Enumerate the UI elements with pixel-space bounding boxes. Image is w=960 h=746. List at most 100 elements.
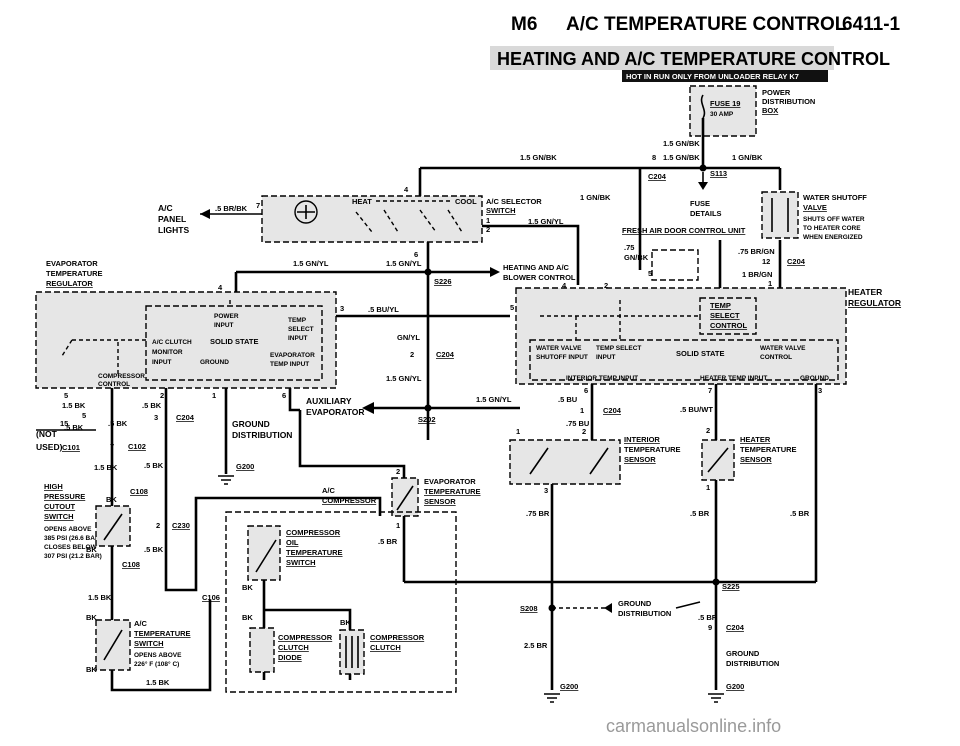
ats-1: A/C	[134, 619, 148, 628]
wire-5bk-d: .5 BK	[144, 545, 164, 554]
wire-sw-out	[482, 224, 580, 285]
c108-a: C108	[130, 487, 148, 496]
wire-15gnbk-c: 1.5 GN/BK	[520, 153, 557, 162]
wire-5brbk: .5 BR/BK	[215, 204, 248, 213]
wire-bk-a: BK	[106, 495, 117, 504]
ts-input-1: TEMP SELECT	[596, 345, 641, 352]
wire-5br-ets: .5 BR	[378, 537, 398, 546]
c230-wire	[164, 496, 382, 592]
comp-oil-contact	[255, 539, 277, 573]
comp-oil-temp-switch	[247, 525, 281, 581]
pin-2-c204: 2	[410, 350, 414, 359]
wv-shutoff-2: SHUTOFF INPUT	[536, 354, 588, 361]
int-temp-input: INTERIOR TEMP INPUT	[566, 375, 638, 382]
wv-control-2: CONTROL	[760, 354, 792, 361]
hr-internal	[540, 300, 700, 340]
pin-12: 12	[762, 257, 770, 266]
ccd-1: COMPRESSOR	[278, 633, 333, 642]
aux-evap-2: EVAPORATOR	[306, 407, 365, 417]
c204-r1: C204	[787, 257, 806, 266]
ac-selector-2: SWITCH	[486, 206, 516, 215]
valve-coil	[771, 198, 789, 232]
water-note-1: SHUTS OFF WATER	[803, 216, 865, 223]
its-3: SENSOR	[624, 455, 656, 464]
wire-5buwt: .5 BU/WT	[680, 405, 713, 414]
ground-l: GROUND	[200, 359, 229, 366]
cots-2: OIL	[286, 538, 299, 547]
pin-2-its: 2	[582, 427, 586, 436]
hts-symbol	[707, 447, 729, 473]
c230: C230	[172, 521, 190, 530]
etr-label-3: REGULATOR	[46, 279, 93, 288]
temp-select-control-box	[699, 297, 757, 335]
pin-4-bl: 4	[562, 281, 567, 290]
wire-5bk-l: .5 BK	[142, 401, 162, 410]
diagram-title-bar	[490, 46, 834, 70]
pin-1-hts: 1	[706, 483, 710, 492]
label-distribution: DISTRIBUTION	[762, 97, 815, 106]
ac-panel-1: A/C	[158, 203, 173, 213]
ground-symbol-l	[218, 475, 234, 485]
wire-gnyl: GN/YL	[397, 333, 420, 342]
diagram-title: HEATING AND A/C TEMPERATURE CONTROL	[497, 49, 890, 69]
wire-bk-b: BK	[86, 545, 97, 554]
wire-75gnbk-1: .75	[624, 243, 634, 252]
wire-15gnbk-a: 1.5 GN/BK	[663, 139, 700, 148]
ac-temp-wire	[110, 600, 212, 692]
hp-1: HIGH	[44, 482, 63, 491]
ccd-2: CLUTCH	[278, 643, 309, 652]
fuse-label: FUSE 19	[710, 99, 740, 108]
lamp-filament	[297, 205, 315, 219]
pin-5b: 5	[82, 411, 86, 420]
ac-clutch-3: INPUT	[152, 359, 172, 366]
ets-2: TEMPERATURE	[424, 487, 481, 496]
hp-3: CUTOUT	[44, 502, 76, 511]
evap-input-1: EVAPORATOR	[270, 352, 315, 359]
wire-75br: .75 BR	[526, 509, 550, 518]
wire-5br-b: .5 BR	[790, 509, 810, 518]
wire-5bu: .5 BU	[558, 395, 577, 404]
aux-arrow	[362, 402, 374, 414]
its-2: TEMPERATURE	[624, 445, 681, 454]
splice-s202	[424, 404, 432, 412]
water-note-2: TO HEATER CORE	[803, 225, 861, 232]
etr-internal	[61, 300, 231, 374]
hts-3: SENSOR	[740, 455, 772, 464]
heater-temp-input: HEATER TEMP INPUT	[700, 375, 767, 382]
ground-symbol-m	[544, 693, 560, 703]
heater-regulator-box	[515, 287, 847, 385]
fuse-amp: 30 AMP	[710, 111, 734, 118]
c204-top: C204	[648, 172, 667, 181]
ac-compressor-1: A/C	[322, 486, 336, 495]
wire-15bk-l: 1.5 BK	[62, 401, 86, 410]
s202-label: S202	[418, 415, 436, 424]
clutch-coil	[345, 636, 359, 668]
solid-state-r: SOLID STATE	[676, 349, 724, 358]
pin-2-etr: 2	[160, 391, 164, 400]
not-used-2: USED)	[36, 442, 63, 452]
ac-compressor-box	[225, 511, 457, 693]
pin-8: 8	[652, 153, 656, 162]
heater-reg-2: REGULATOR	[848, 298, 901, 308]
tsc-1: TEMP	[710, 301, 731, 310]
ats-3: SWITCH	[134, 639, 164, 648]
ets-3: SENSOR	[424, 497, 456, 506]
label-box: BOX	[762, 106, 778, 115]
fresh-air-label: FRESH AIR DOOR CONTROL UNIT	[622, 226, 746, 235]
wire-5bk-b: .5 BK	[108, 419, 128, 428]
wire-15gnbk-b: 1.5 GN/BK	[663, 153, 700, 162]
panel-light-lamp	[294, 200, 318, 224]
ground-dist-l-1: GROUND	[232, 419, 270, 429]
interior-temp-sensor	[509, 439, 621, 485]
wire-5bk-c: .5 BK	[144, 461, 164, 470]
ccd-3: DIODE	[278, 653, 302, 662]
heat-label: HEAT	[352, 197, 372, 206]
etr-solid-state-box	[145, 305, 323, 381]
wire-15gnyl-l: 1.5 GN/YL	[293, 259, 329, 268]
label-power: POWER	[762, 88, 791, 97]
pin-6-etr: 6	[282, 391, 286, 400]
wire-15gnyl-sw: 1.5 GN/YL	[528, 217, 564, 226]
wire-75brgn: .75 BR/GN	[738, 247, 775, 256]
tsc-3: CONTROL	[710, 321, 747, 330]
